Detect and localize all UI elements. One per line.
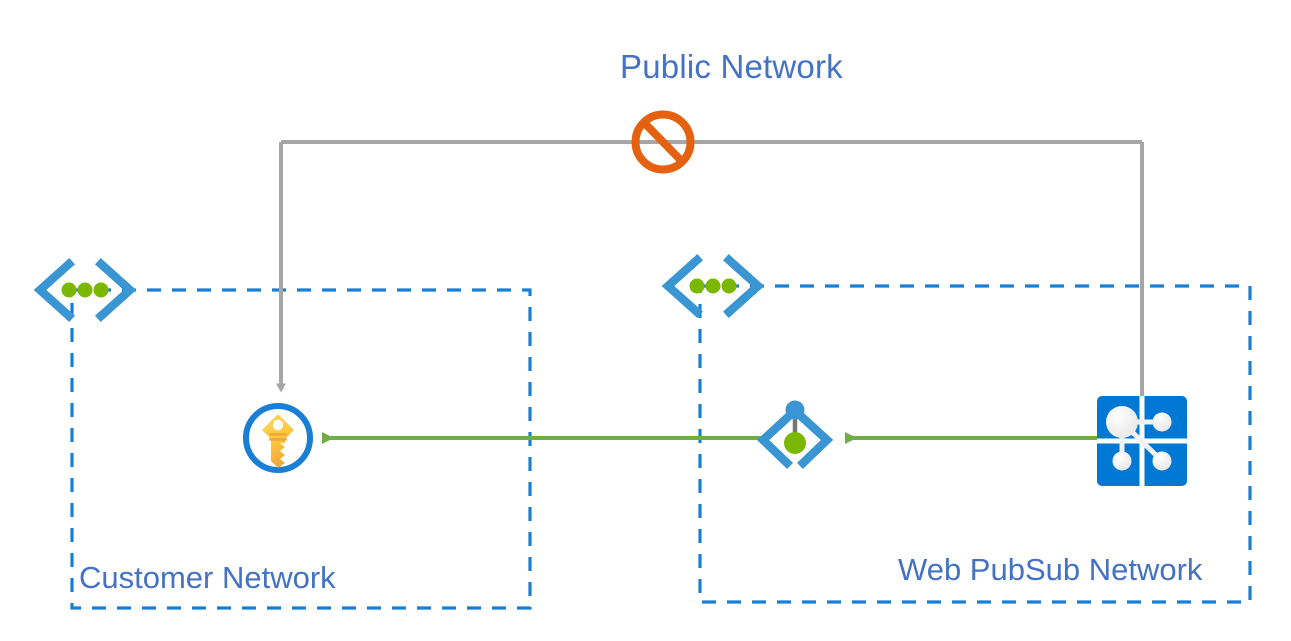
subnet-icon — [33, 257, 137, 323]
zone-customer-network — [70, 288, 532, 610]
subnet-icon — [661, 253, 765, 319]
key-glyph — [262, 414, 294, 468]
zone-label-customer-network: Customer Network — [79, 560, 336, 595]
web-pubsub-icon — [1097, 396, 1187, 486]
key-circle-icon — [243, 403, 313, 473]
page-title: Public Network — [620, 48, 843, 85]
zone-label-webpubsub-network: Web PubSub Network — [898, 552, 1203, 587]
prohibition-icon — [631, 110, 695, 174]
zone-webpubsub-network — [698, 284, 1252, 604]
private-endpoint-icon — [756, 400, 834, 470]
